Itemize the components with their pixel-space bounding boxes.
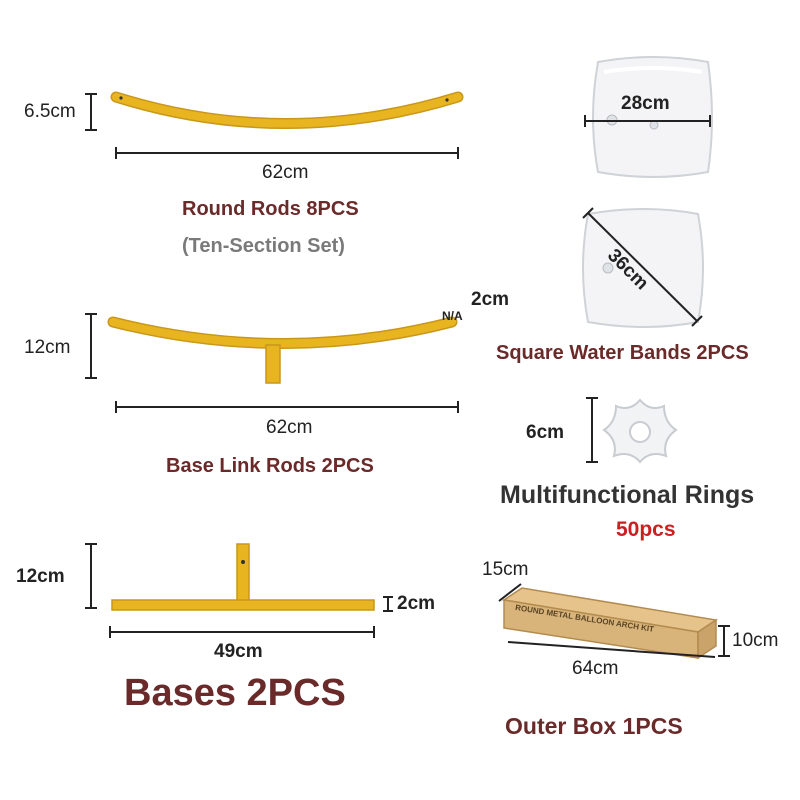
base-link-rod-height-label: 12cm <box>24 337 71 358</box>
water-bag-top-size: 28cm <box>621 93 670 114</box>
ring-dim <box>586 397 598 463</box>
water-bag-top <box>592 56 713 178</box>
base-title: Bases 2PCS <box>124 672 346 714</box>
round-rod-length-label: 62cm <box>262 162 309 183</box>
round-rod-height-dim <box>85 93 97 131</box>
base <box>111 543 375 611</box>
base-link-rod-length-label: 62cm <box>266 417 313 438</box>
ring-size-label: 6cm <box>526 422 565 443</box>
base-height-dim <box>85 543 97 609</box>
round-rod-height-label: 6.5cm <box>24 101 76 122</box>
round-rod-title: Round Rods 8PCS <box>182 198 359 220</box>
base-thickness-label: 2cm <box>397 593 436 614</box>
base-link-rod-length-dim <box>115 401 459 413</box>
base-length-label: 49cm <box>214 641 263 662</box>
box-height-label: 10cm <box>732 630 779 651</box>
outer-box <box>502 587 718 660</box>
base-link-rod-tip-label: N/A <box>442 309 463 323</box>
round-rod-subtitle: (Ten-Section Set) <box>182 235 345 257</box>
base-height-label: 12cm <box>16 566 65 587</box>
water-bag-title: Square Water Bands 2PCS <box>496 342 749 364</box>
round-rod-length-dim <box>115 147 459 159</box>
base-link-rod-title: Base Link Rods 2PCS <box>166 455 374 477</box>
ring-title: Multifunctional Rings <box>500 481 755 509</box>
water-bag-diag-dim <box>582 207 703 327</box>
box-depth-dim <box>498 583 522 602</box>
water-bag-top-dim <box>584 115 711 127</box>
ring-count: 50pcs <box>616 518 676 541</box>
box-length-dim <box>507 641 716 658</box>
ring <box>602 398 678 464</box>
base-link-rod-tip-size: 2cm <box>471 289 510 310</box>
box-height-dim <box>718 625 730 657</box>
round-rod <box>110 91 464 129</box>
base-link-rod <box>107 316 458 384</box>
box-depth-label: 15cm <box>482 559 529 580</box>
box-length-label: 64cm <box>572 658 619 679</box>
box-title: Outer Box 1PCS <box>505 713 683 739</box>
base-length-dim <box>109 626 375 638</box>
base-link-rod-height-dim <box>85 313 97 379</box>
base-thickness-dim <box>383 596 393 612</box>
